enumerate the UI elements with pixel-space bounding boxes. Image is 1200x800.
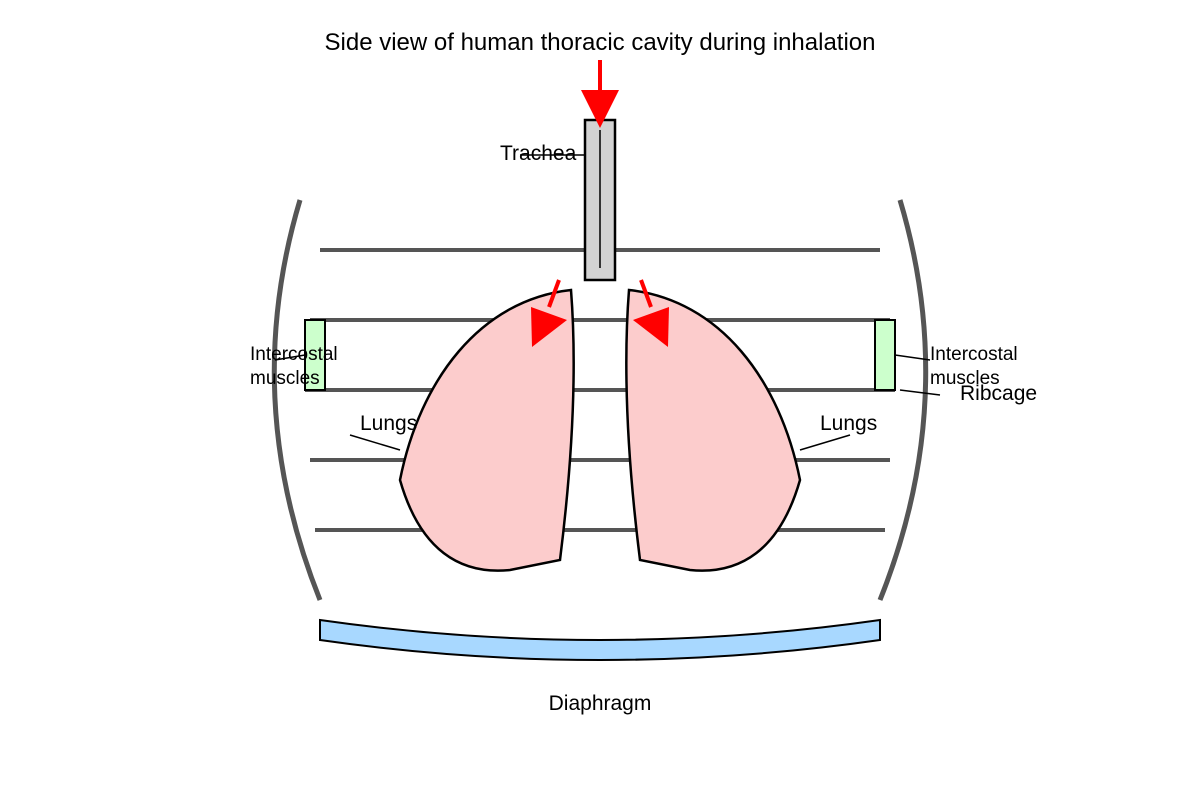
airflow-arrow-right-shaft (639, 279, 653, 308)
intercostal-left-label-line1: Intercostal (250, 344, 338, 365)
intercostal-right-label-line2: muscles (930, 368, 1000, 389)
airflow-arrow-right-head (633, 307, 669, 347)
trachea-label: Trachea (500, 142, 577, 165)
diaphragm-label: Diaphragm (549, 692, 652, 715)
lungs-right-leader-line (799, 434, 851, 451)
ribcage-label: Ribcage (960, 382, 1037, 405)
intercostal-left-leader-line (274, 354, 306, 361)
diaphragm (319, 618, 881, 661)
intercostal-right-leader-line (894, 354, 931, 361)
intercostal-muscle-right (874, 319, 896, 391)
lung-right (625, 288, 802, 572)
intercostal-left-label-line2: muscles (250, 368, 320, 389)
ribcage-right-side (877, 199, 929, 601)
airflow-arrow-left-head (531, 307, 567, 347)
airflow-arrow-top-head (581, 90, 619, 128)
intercostal-right-label-line1: Intercostal (930, 344, 1018, 365)
diagram-title: Side view of human thoracic cavity durin… (325, 29, 876, 56)
lungs-left-label: Lungs (360, 412, 417, 435)
lungs-left-leader-line (349, 434, 401, 451)
airflow-arrow-left-shaft (547, 279, 561, 308)
lung-left (398, 288, 575, 572)
lungs-right-label: Lungs (820, 412, 877, 435)
ribcage-leader-line (899, 389, 941, 396)
ribcage-left-side (271, 199, 323, 601)
